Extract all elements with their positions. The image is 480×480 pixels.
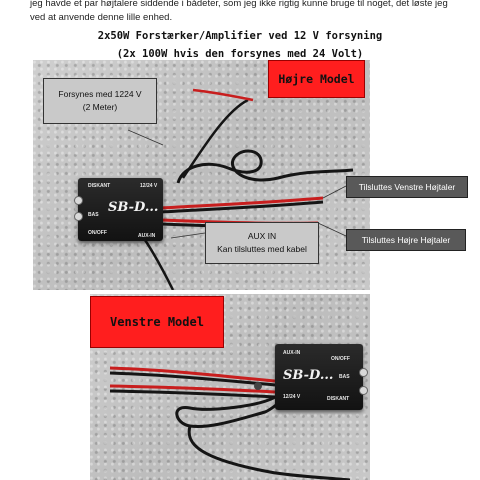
bottom-amp-power: ON/OFF	[331, 356, 350, 362]
bottom-amp-voltage: 12/24 V	[283, 394, 301, 400]
right-speaker-callout: Tilsluttes Højre Højtaler	[346, 229, 466, 251]
bottom-amp-bass: BAS	[339, 374, 350, 380]
aux-callout-line-2: Kan tilsluttes med kabel	[217, 244, 307, 254]
intro-text: jeg havde et par højtalere siddende i bå…	[30, 0, 470, 25]
bottom-treble-knob	[359, 386, 368, 395]
bottom-bass-knob	[359, 368, 368, 377]
supply-callout-line-1: Forsynes med 1224 V	[58, 89, 142, 99]
intro-line-2: ved at anvende denne lille enhed.	[30, 12, 173, 23]
supply-callout: Forsynes med 1224 V (2 Meter)	[43, 78, 157, 124]
top-amp-brand: SB-D...	[108, 200, 159, 215]
heading-line-1: 2x50W Forstærker/Amplifier ved 12 V fors…	[97, 30, 383, 42]
bottom-amp-treble: DISKANT	[327, 396, 350, 402]
top-photo: DISKANT 12/24 V BAS ON/OFF AUX-IN SB-D..…	[33, 60, 370, 290]
bottom-amplifier: AUX-IN ON/OFF BAS 12/24 V DISKANT SB-D..…	[275, 344, 368, 410]
supply-callout-line-2: (2 Meter)	[82, 102, 118, 112]
top-amp-bass: BAS	[88, 212, 99, 218]
intro-line-1: jeg havde et par højtalere siddende i bå…	[30, 0, 448, 9]
top-bass-knob	[74, 212, 83, 221]
top-amp-power: ON/OFF	[88, 230, 107, 236]
bottom-photo-wires	[109, 366, 351, 480]
top-amp-treble: DISKANT	[88, 183, 111, 189]
top-treble-knob	[74, 196, 83, 205]
top-amplifier: DISKANT 12/24 V BAS ON/OFF AUX-IN SB-D..…	[74, 178, 163, 241]
bottom-model-label: Venstre Model	[90, 296, 224, 348]
left-speaker-callout: Tilsluttes Venstre Højtaler	[346, 176, 468, 198]
bottom-amp-brand: SB-D...	[283, 368, 334, 383]
top-amp-voltage: 12/24 V	[140, 183, 158, 189]
heading-line-2: (2x 100W hvis den forsynes med 24 Volt)	[116, 48, 364, 60]
top-model-label: Højre Model	[268, 60, 365, 98]
bottom-amp-aux: AUX-IN	[283, 350, 301, 356]
aux-callout-line-1: AUX IN	[247, 231, 277, 241]
aux-callout: AUX IN Kan tilsluttes med kabel	[205, 222, 319, 264]
top-amp-aux: AUX-IN	[138, 233, 156, 239]
